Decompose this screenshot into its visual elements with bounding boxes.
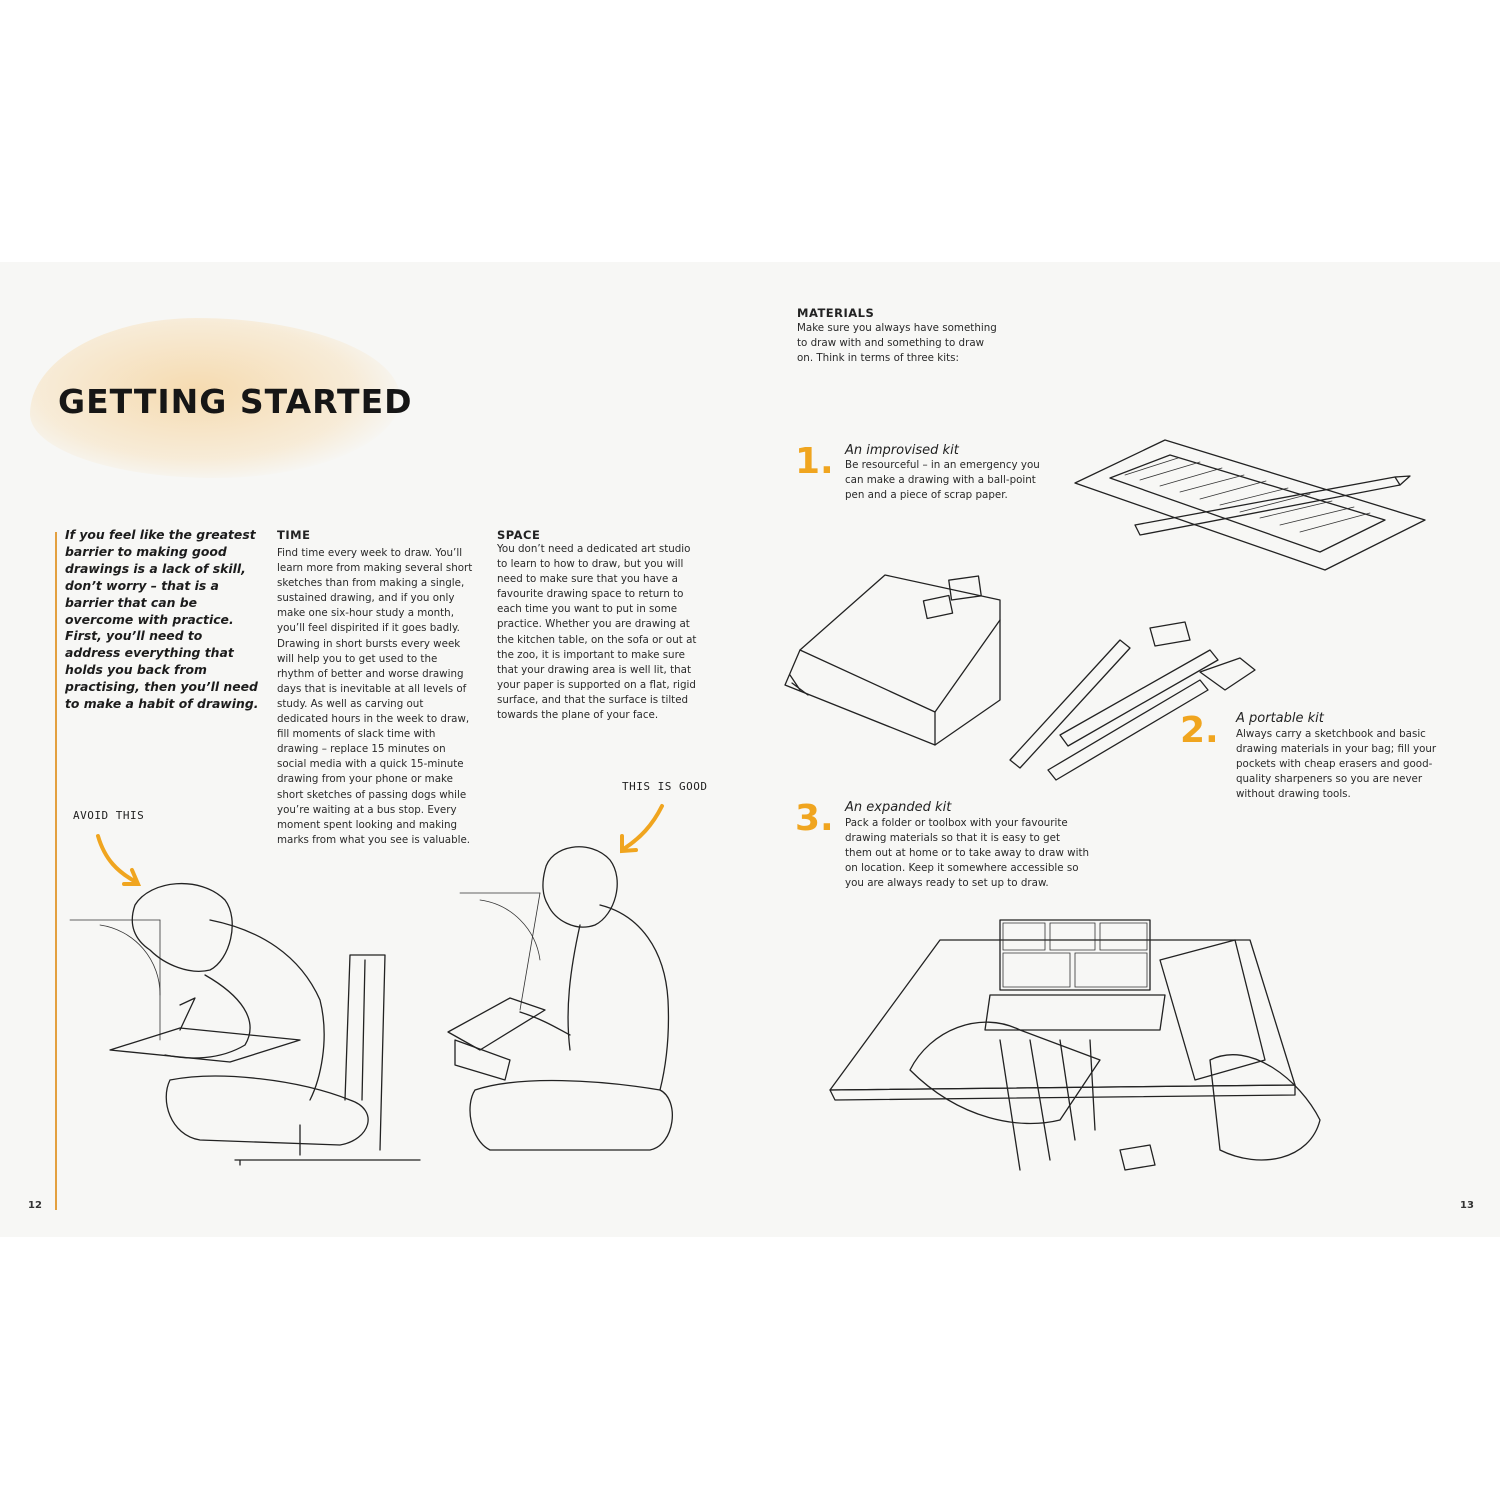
paper-and-pen-illustration [1074,439,1426,571]
kit-2-body: Always carry a sketchbook and basic draw… [1236,728,1437,801]
space-body: You don’t need a dedicated art studio to… [497,543,697,722]
kit-1-number: 1. [795,441,834,482]
upright-figure-illustration [447,846,673,1151]
kit-1-body: Be resourceful – in an emergency you can… [845,459,1040,502]
kit-3-number: 3. [795,798,834,839]
space-heading: SPACE [497,528,541,542]
kit-2-number: 2. [1180,710,1219,751]
kit-3-body: Pack a folder or toolbox with your favou… [845,817,1090,890]
kit-2-title: A portable kit [1236,711,1324,726]
toolbox-illustration [829,919,1321,1171]
time-heading: TIME [277,528,311,542]
kit-3-title: An expanded kit [845,800,952,815]
good-label: THIS IS GOOD [622,780,708,793]
materials-heading: MATERIALS [797,306,875,320]
avoid-arrow-icon [96,834,142,886]
avoid-label: AVOID THIS [73,809,145,822]
watercolour-wash [30,318,400,478]
folio-left: 12 [28,1200,42,1211]
materials-intro: Make sure you always have something to d… [797,322,997,365]
time-body: Find time every week to draw. You’ll lea… [277,547,473,846]
kit-1-title: An improvised kit [845,443,959,458]
sketchbook-and-pencils-illustration [784,574,1256,781]
page-title: GETTING STARTED [58,382,413,421]
good-arrow-icon [620,804,664,854]
folio-right: 13 [1460,1200,1474,1211]
slouching-figure-illustration [69,882,421,1166]
intro-text: If you feel like the greatest barrier to… [65,527,259,712]
intro-rule [55,532,57,1210]
